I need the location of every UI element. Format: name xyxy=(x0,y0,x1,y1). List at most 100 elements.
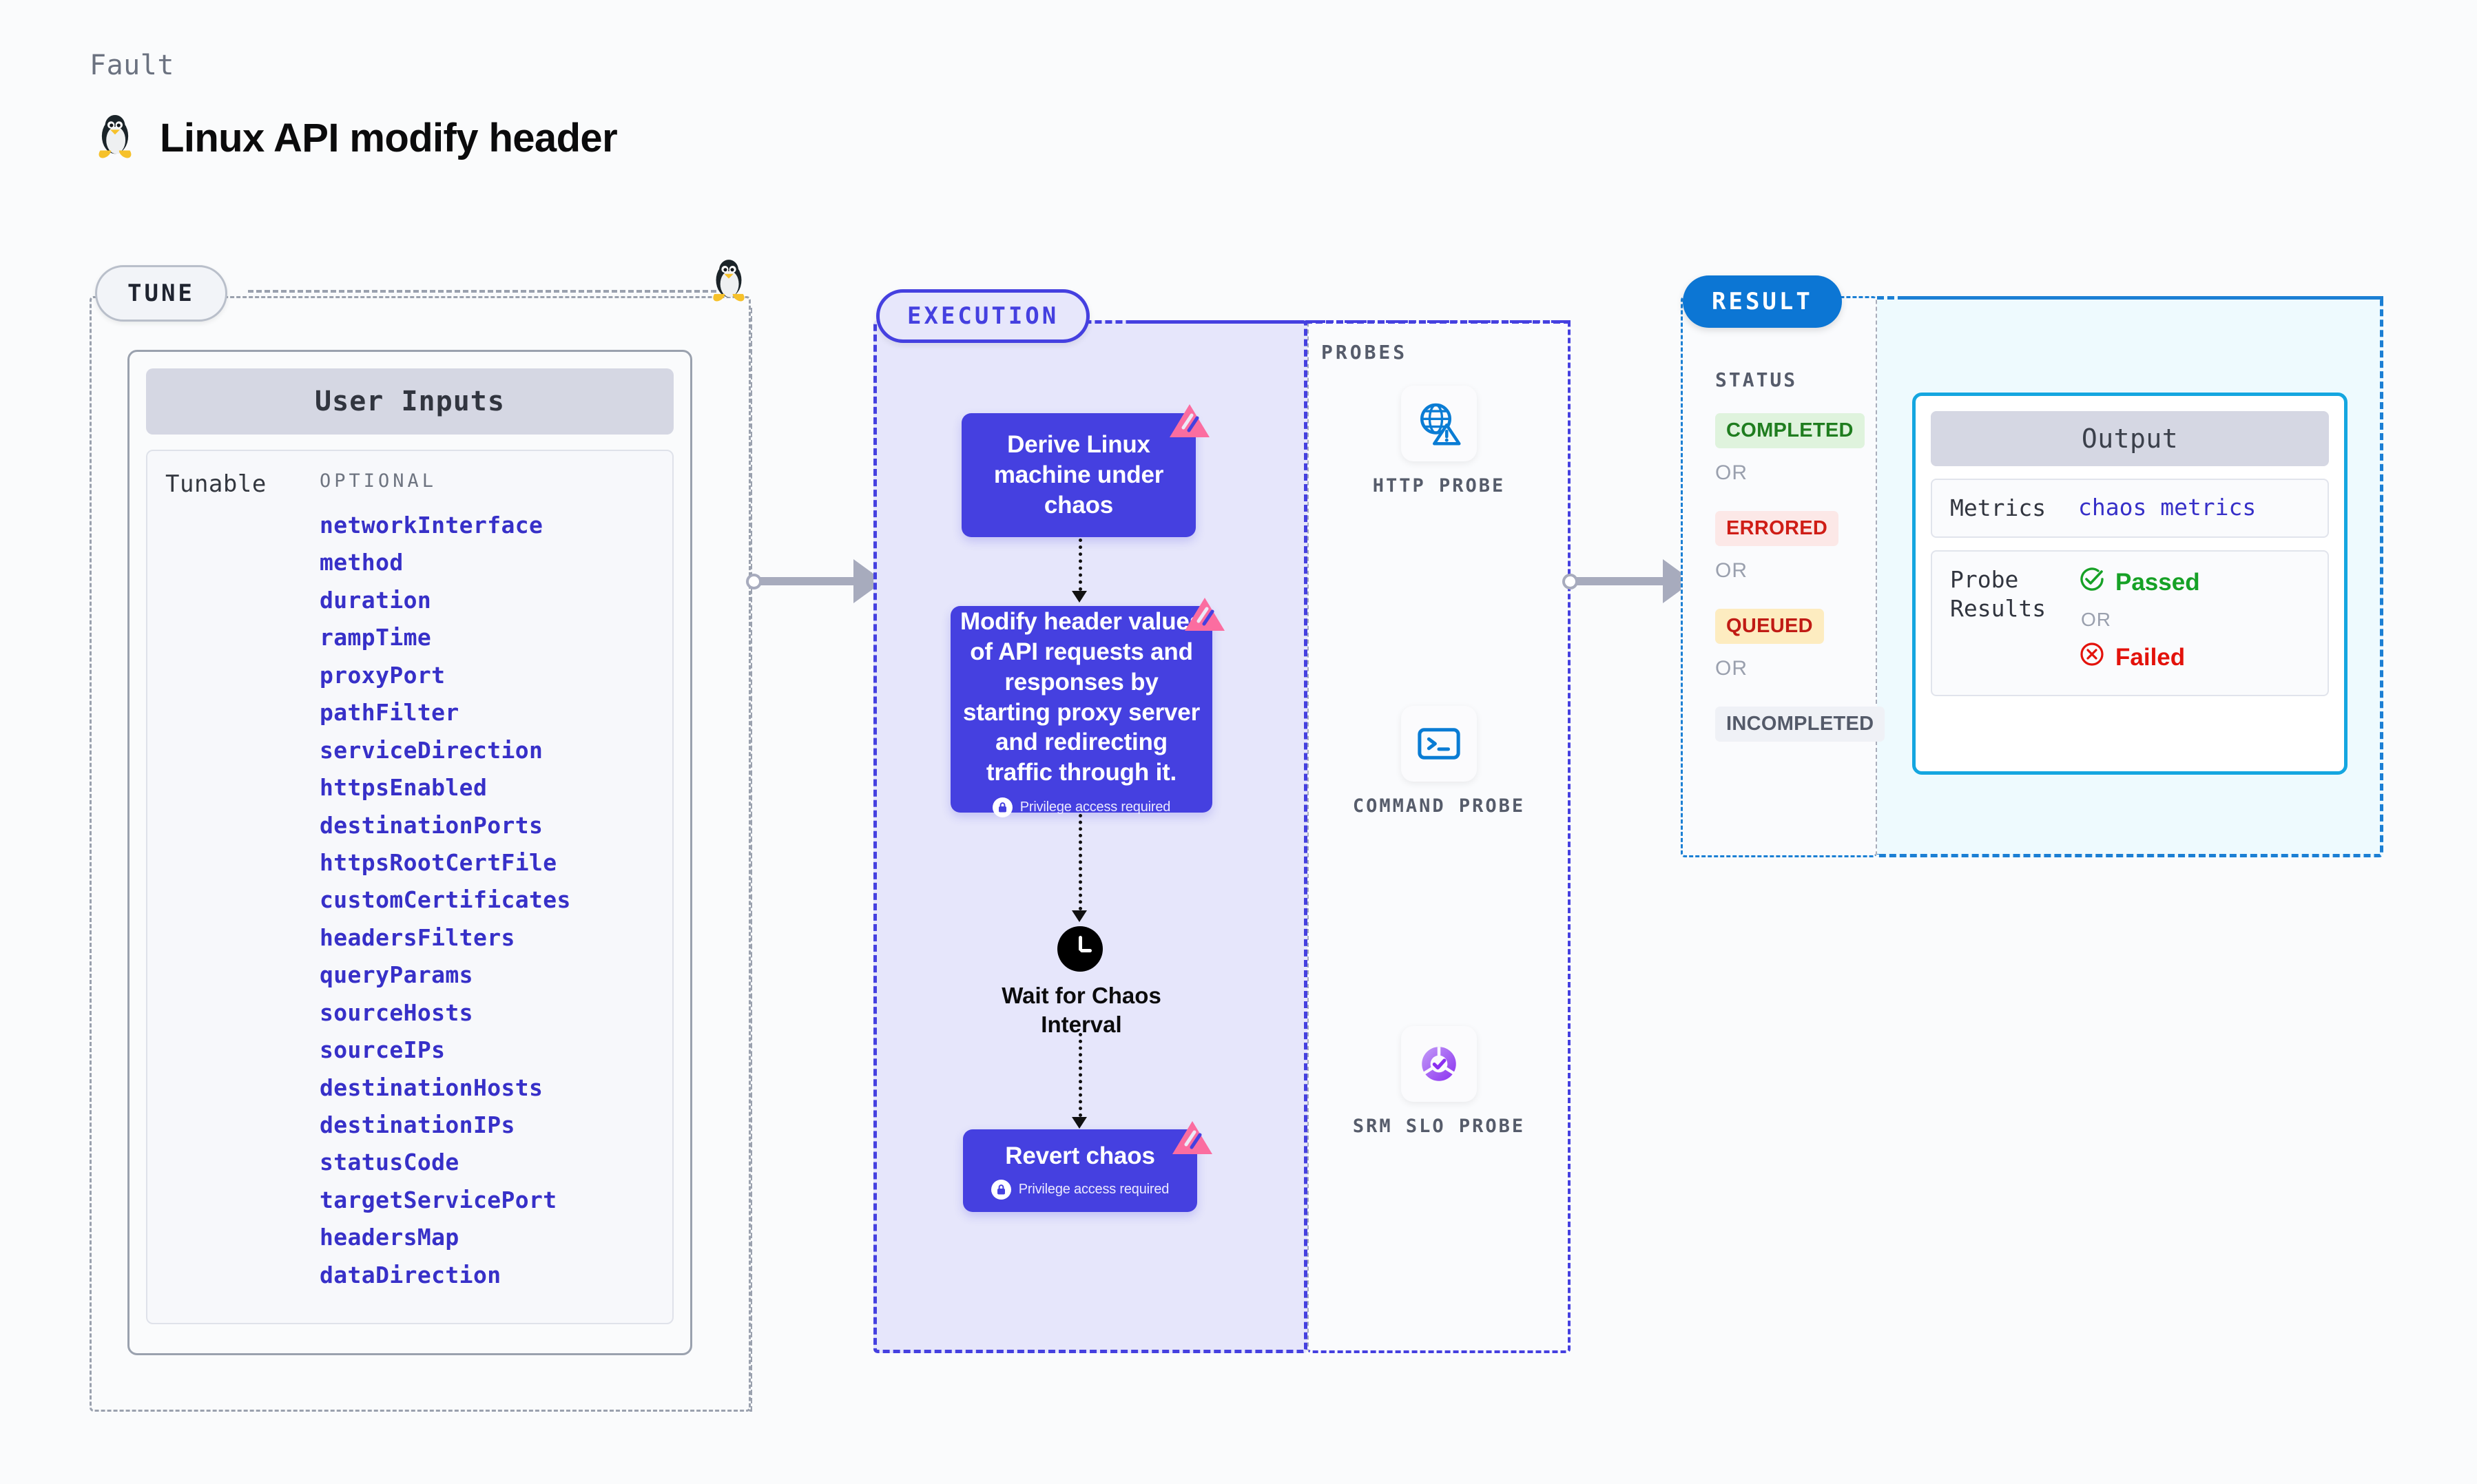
x-circle-icon xyxy=(2078,640,2106,674)
probe-srm-slo[interactable]: SRM SLO PROBE xyxy=(1307,1026,1571,1139)
tunable-item[interactable]: customCertificates xyxy=(320,886,571,914)
tunable-group: Tunable xyxy=(147,470,320,1323)
tune-dash-horizontal xyxy=(248,290,716,293)
probes-container xyxy=(1307,320,1571,1353)
lock-icon xyxy=(991,1179,1011,1200)
output-metrics-value[interactable]: chaos metrics xyxy=(2078,494,2257,521)
page-title-row: Linux API modify header xyxy=(95,114,618,162)
slo-donut-check-icon xyxy=(1401,1026,1477,1102)
wait-for-chaos-interval-label: Wait for Chaos Interval xyxy=(1002,983,1161,1038)
tunable-item[interactable]: duration xyxy=(320,586,432,614)
tunable-item[interactable]: pathFilter xyxy=(320,699,459,727)
status-or-separator: OR xyxy=(1715,657,1748,680)
chaos-badge-icon xyxy=(1172,1121,1212,1154)
status-or-separator: OR xyxy=(1715,559,1748,582)
result-pill: RESULT xyxy=(1683,275,1842,328)
tunable-group-label: Tunable xyxy=(165,470,267,498)
execution-node-derive-text: Derive Linux machine under chaos xyxy=(993,430,1164,519)
connector-bar xyxy=(1574,577,1670,585)
probe-http[interactable]: HTTP PROBE xyxy=(1307,386,1571,499)
user-inputs-body: Tunable OPTIONAL networkInterface method d… xyxy=(146,450,674,1324)
tune-dash-vertical xyxy=(749,308,752,1412)
tunable-item[interactable]: dataDirection xyxy=(320,1261,501,1288)
globe-warning-icon xyxy=(1401,386,1477,461)
status-or-separator: OR xyxy=(1715,461,1748,484)
privilege-note-text: Privilege access required xyxy=(1018,1181,1170,1197)
tunable-item[interactable]: sourceIPs xyxy=(320,1036,446,1064)
tunable-item[interactable]: serviceDirection xyxy=(320,736,543,764)
status-badge: INCOMPLETED xyxy=(1715,707,1885,742)
tunable-item[interactable]: sourceHosts xyxy=(320,999,473,1026)
linux-penguin-icon xyxy=(95,114,135,162)
tune-pill: TUNE xyxy=(95,265,227,322)
flow-arrowhead-1 xyxy=(1072,591,1087,603)
execution-node-modify-header-text: Modify header values of API requests and… xyxy=(960,608,1203,786)
result-dash-top xyxy=(1901,296,2383,300)
tunable-item[interactable]: destinationPorts xyxy=(320,811,543,839)
status-badge: COMPLETED xyxy=(1715,413,1865,448)
execution-node-revert-chaos[interactable]: Revert chaos Privilege access required xyxy=(963,1129,1197,1212)
probe-result-passed: Passed xyxy=(2078,565,2200,599)
probe-result-passed-label: Passed xyxy=(2115,568,2200,596)
privilege-note: Privilege access required xyxy=(991,1179,1170,1200)
tunable-item[interactable]: proxyPort xyxy=(320,661,446,689)
tunable-item[interactable]: headersFilters xyxy=(320,923,515,951)
tunable-item[interactable]: networkInterface xyxy=(320,512,543,539)
output-metrics-row: Metrics chaos metrics xyxy=(1931,479,2329,539)
status-label: STATUS xyxy=(1715,368,1798,391)
user-inputs-title: User Inputs xyxy=(146,368,674,435)
connector-bar xyxy=(758,577,860,585)
execution-node-derive[interactable]: Derive Linux machine under chaos xyxy=(962,413,1196,537)
connector-execution-to-result xyxy=(1562,559,1693,603)
privilege-note-text: Privilege access required xyxy=(1019,799,1171,815)
flow-arrowhead-2 xyxy=(1072,910,1087,922)
execution-node-modify-header[interactable]: Modify header values of API requests and… xyxy=(951,606,1212,817)
chaos-badge-icon xyxy=(1185,598,1225,631)
status-badge: ERRORED xyxy=(1715,511,1839,546)
probe-result-or: OR xyxy=(2081,609,2111,631)
execution-dash-top xyxy=(1130,320,1571,324)
tunable-item[interactable]: headersMap xyxy=(320,1224,459,1251)
connector-dot-start xyxy=(746,573,762,589)
probe-result-failed-label: Failed xyxy=(2115,643,2186,671)
tunable-item[interactable]: httpsEnabled xyxy=(320,774,488,802)
output-title: Output xyxy=(1931,411,2329,466)
tunable-item[interactable]: statusCode xyxy=(320,1149,459,1176)
probe-command[interactable]: COMMAND PROBE xyxy=(1307,706,1571,819)
user-inputs-card: User Inputs Tunable OPTIONAL networkInte… xyxy=(127,350,692,1355)
status-badge: QUEUED xyxy=(1715,609,1824,644)
tunable-item[interactable]: queryParams xyxy=(320,961,473,989)
tunable-item[interactable]: targetServicePort xyxy=(320,1186,557,1213)
connector-tune-to-execution xyxy=(746,559,884,603)
terminal-icon xyxy=(1401,706,1477,782)
linux-penguin-badge-icon xyxy=(709,258,748,309)
probe-http-label: HTTP PROBE xyxy=(1372,475,1506,497)
privilege-note: Privilege access required xyxy=(992,797,1171,817)
output-metrics-key: Metrics xyxy=(1950,494,2046,521)
tunable-item[interactable]: httpsRootCertFile xyxy=(320,848,557,876)
flow-arrow-3 xyxy=(1079,1033,1082,1117)
flow-arrowhead-3 xyxy=(1072,1117,1087,1129)
check-circle-icon xyxy=(2078,565,2106,599)
probe-result-failed: Failed xyxy=(2078,640,2200,674)
lock-icon xyxy=(992,797,1013,817)
probe-results-values: Passed OR Failed xyxy=(2078,565,2200,674)
tunable-item[interactable]: destinationIPs xyxy=(320,1111,515,1138)
execution-node-revert-chaos-text: Revert chaos xyxy=(1005,1142,1155,1169)
chaos-badge-icon xyxy=(1170,404,1210,437)
execution-pill: EXECUTION xyxy=(876,289,1090,343)
tunable-list: OPTIONAL networkInterface method duration r… xyxy=(320,470,672,1323)
probe-srm-slo-label: SRM SLO PROBE xyxy=(1352,1116,1526,1137)
result-status-container xyxy=(1681,296,1877,857)
optional-label: OPTIONAL xyxy=(320,470,437,492)
tunable-item[interactable]: destinationHosts xyxy=(320,1074,543,1101)
connector-dot-start xyxy=(1562,573,1578,589)
flow-arrow-1 xyxy=(1079,539,1082,591)
tune-container: User Inputs Tunable OPTIONAL networkInte… xyxy=(90,296,751,1412)
tunable-item[interactable]: rampTime xyxy=(320,624,432,651)
tunable-item[interactable]: method xyxy=(320,549,404,576)
